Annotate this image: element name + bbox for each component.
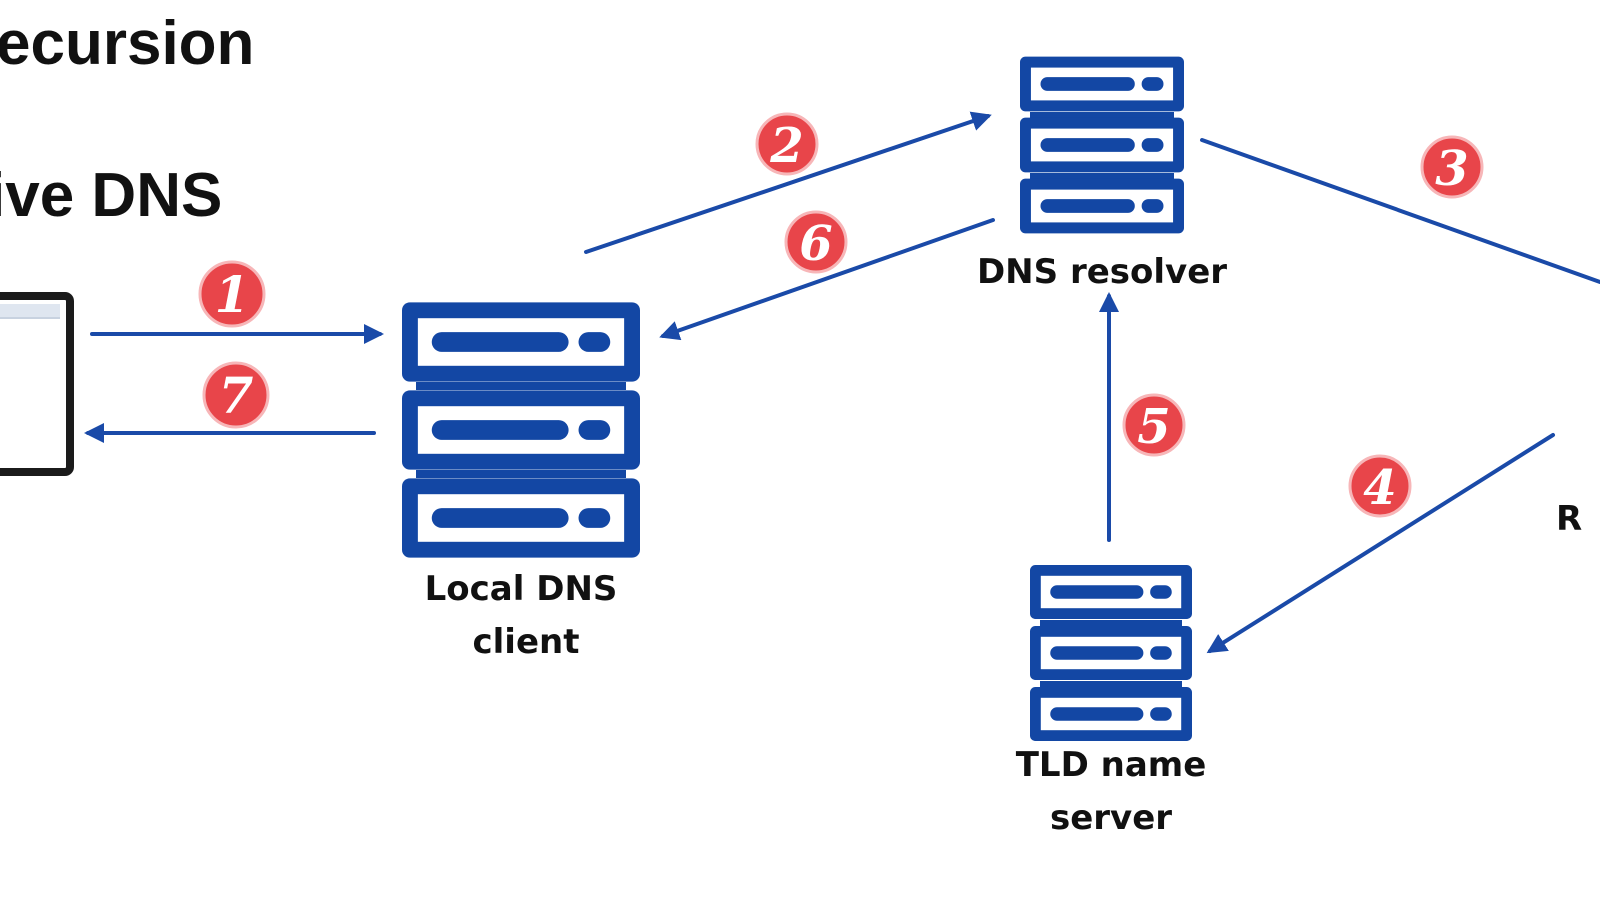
arrow-step-3: [1200, 138, 1600, 284]
computer-monitor-icon: [0, 292, 74, 476]
step-badge-7: 7: [202, 361, 270, 429]
step-badge-5: 5: [1122, 393, 1186, 457]
local-dns-client-label-line-1: Local DNS: [425, 569, 618, 609]
step-badge-1-number: 1: [215, 265, 250, 324]
title-line-2: ive DNS: [0, 161, 222, 230]
step-badge-3: 3: [1420, 135, 1484, 199]
dns-resolver-server-icon: [1020, 56, 1184, 234]
step-badge-5-number: 5: [1137, 399, 1170, 455]
local-dns-client-label-line-2: client: [473, 622, 580, 662]
step-badge-6: 6: [784, 210, 848, 274]
tld-name-server-icon: [1030, 565, 1192, 741]
step-badge-7-number: 7: [219, 366, 254, 425]
root-server-label-fragment: R: [1556, 499, 1582, 539]
step-badge-3-number: 3: [1435, 141, 1468, 197]
arrow-step-6: [659, 218, 995, 341]
step-badge-2: 2: [755, 112, 819, 176]
step-badge-4-number: 4: [1363, 460, 1396, 516]
tld-name-server-label-line-2: server: [1050, 798, 1172, 838]
arrow-step-2: [584, 111, 992, 254]
dns-resolver-label: DNS resolver: [977, 252, 1227, 292]
title-line-1: ecursion: [0, 9, 254, 78]
step-badge-4: 4: [1348, 454, 1412, 518]
local-dns-client-server-icon: [402, 302, 640, 558]
step-badge-1: 1: [198, 260, 266, 328]
step-badge-6-number: 6: [799, 216, 832, 272]
tld-name-server-label-line-1: TLD name: [1016, 745, 1207, 785]
step-badge-2-number: 2: [769, 118, 803, 174]
arrow-step-4: [1206, 433, 1555, 654]
